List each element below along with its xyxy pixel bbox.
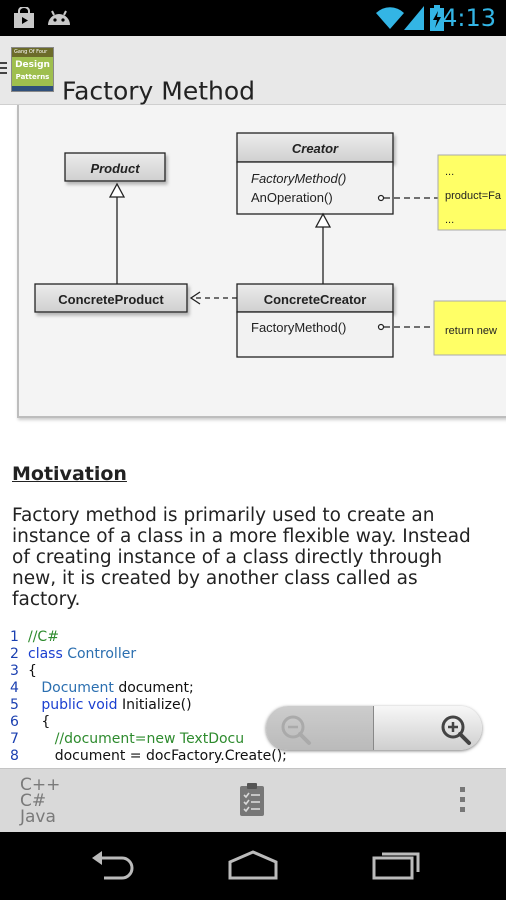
zoom-in-button[interactable]	[374, 706, 482, 750]
inherit-arrow-product	[108, 182, 126, 198]
code-line: 8 document = docFactory.Create();	[10, 748, 287, 765]
clock: 4:13	[442, 4, 496, 32]
svg-text:...: ...	[445, 166, 454, 178]
code-line: 2 class Controller	[10, 646, 287, 663]
navigation-bar	[0, 832, 506, 900]
code-token: {	[28, 663, 37, 679]
code-token: document = docFactory.Create();	[28, 748, 287, 764]
note-factorymethod: ... product=Fa ...	[437, 154, 506, 231]
product-class-box: Product	[64, 152, 166, 182]
product-label: Product	[90, 161, 140, 176]
logo-line1: Gang Of Four	[14, 49, 48, 55]
line-number: 8	[10, 748, 19, 764]
code-line: 6 {	[10, 714, 287, 731]
zoom-out-icon	[281, 715, 311, 745]
zoom-in-icon	[441, 715, 471, 745]
code-token	[28, 697, 41, 713]
svg-text:return new: return new	[445, 325, 497, 337]
paragraph-line: Factory method is primarily used to crea…	[12, 505, 435, 526]
concrete-product-label: ConcreteProduct	[58, 292, 164, 307]
code-line: 3{	[10, 663, 287, 680]
creator-method-1: FactoryMethod()	[251, 171, 346, 186]
motivation-paragraph: Factory method is primarily used to crea…	[12, 505, 492, 610]
status-bar: 4:13	[0, 0, 506, 36]
drawer-menu-icon[interactable]	[0, 62, 7, 77]
wifi-icon	[376, 7, 404, 30]
code-token: document;	[113, 680, 194, 696]
code-token: Document	[41, 680, 114, 696]
logo-line2: Design	[15, 60, 50, 70]
line-number: 1	[10, 629, 19, 645]
note-return-new: return new	[433, 300, 506, 356]
code-token: //C#	[28, 629, 59, 645]
motivation-heading: Motivation	[12, 463, 127, 485]
svg-text:...: ...	[445, 214, 454, 226]
paragraph-line: instance of a class in a more flexible w…	[12, 526, 471, 547]
code-line: 4 Document document;	[10, 680, 287, 697]
logo-line3: Patterns	[15, 73, 50, 81]
battery-charging-icon	[430, 5, 444, 31]
home-icon[interactable]	[226, 848, 280, 882]
code-token: //document=new TextDocu	[54, 731, 245, 747]
code-line: 7 //document=new TextDocu	[10, 731, 287, 748]
code-token: Controller	[67, 646, 137, 662]
bottom-toolbar: C++ C# Java	[0, 768, 506, 833]
back-icon[interactable]	[88, 848, 138, 882]
paragraph-line: of creating instance of a class directly…	[12, 547, 443, 568]
code-token	[28, 731, 55, 747]
creator-method-2: AnOperation()	[251, 190, 333, 205]
inherit-arrow-creator	[314, 212, 332, 228]
action-bar: Gang Of Four Design Patterns Factory Met…	[0, 36, 506, 106]
code-token	[28, 680, 41, 696]
line-number: 6	[10, 714, 19, 730]
concrete-product-box: ConcreteProduct	[34, 283, 188, 313]
dependency-arrow	[189, 291, 201, 305]
uml-diagram: Product Creator FactoryMethod() AnOperat…	[17, 105, 506, 418]
overflow-menu-icon[interactable]	[460, 787, 465, 817]
code-line: 5 public void Initialize()	[10, 697, 287, 714]
creator-label: Creator	[292, 141, 339, 156]
creator-class-box: Creator FactoryMethod() AnOperation()	[236, 132, 394, 215]
line-number: 3	[10, 663, 19, 679]
content-scroll[interactable]: Product Creator FactoryMethod() AnOperat…	[0, 105, 506, 768]
code-token: public void	[41, 697, 118, 713]
line-number: 7	[10, 731, 19, 747]
language-select-icon[interactable]: C++ C# Java	[20, 775, 61, 827]
concrete-creator-method: FactoryMethod()	[251, 320, 346, 335]
code-token: {	[28, 714, 51, 730]
shopping-bag-icon	[14, 7, 34, 28]
code-token: class	[28, 646, 68, 662]
checklist-document-icon[interactable]	[238, 783, 266, 817]
svg-text:product=Fa: product=Fa	[445, 190, 502, 202]
zoom-control	[266, 706, 482, 750]
line-number: 5	[10, 697, 19, 713]
signal-icon	[404, 6, 424, 30]
recent-apps-icon[interactable]	[370, 848, 424, 882]
concrete-creator-label: ConcreteCreator	[264, 292, 367, 307]
concrete-creator-box: ConcreteCreator FactoryMethod()	[236, 283, 394, 358]
page-title: Factory Method	[62, 76, 256, 106]
line-number: 2	[10, 646, 19, 662]
line-number: 4	[10, 680, 19, 696]
zoom-out-button[interactable]	[266, 706, 374, 750]
app-logo[interactable]: Gang Of Four Design Patterns	[11, 47, 54, 92]
code-line: 1 //C#	[10, 629, 287, 646]
android-icon	[48, 10, 70, 25]
code-token: Initialize()	[117, 697, 192, 713]
paragraph-line: new, it is created by another class call…	[12, 568, 418, 589]
paragraph-line: factory.	[12, 589, 81, 610]
